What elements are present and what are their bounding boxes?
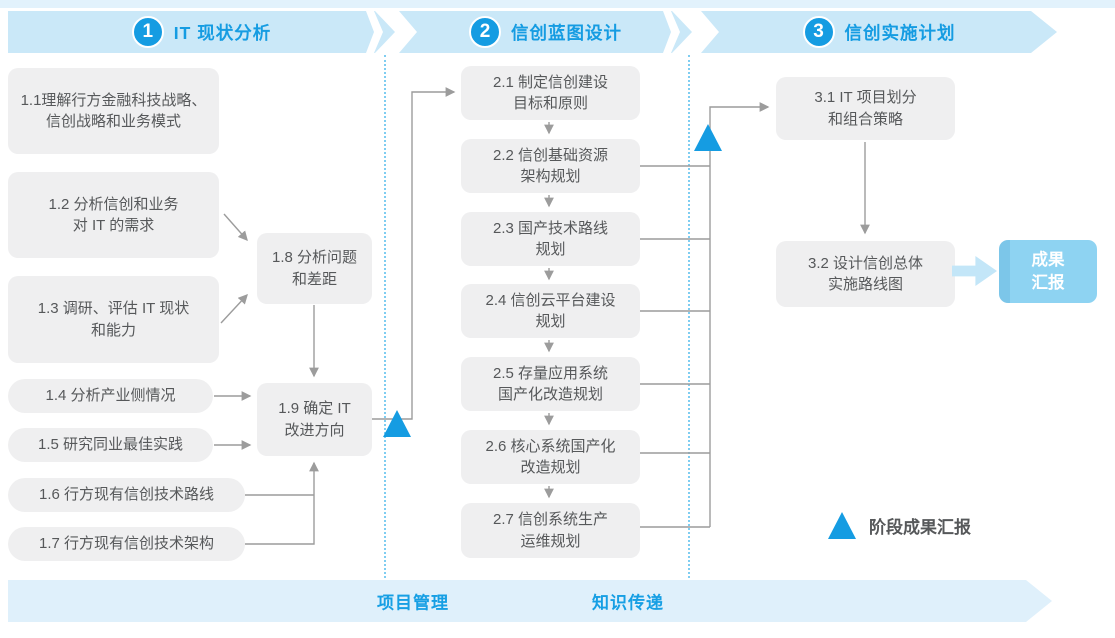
task-box-1-5: 1.5 研究同业最佳实践: [8, 428, 213, 462]
task-box-1-9: 1.9 确定 IT 改进方向: [257, 383, 372, 456]
result-arrow: [952, 256, 997, 286]
task-box-1-7: 1.7 行方现有信创技术架构: [8, 527, 245, 561]
phase-title: IT 现状分析: [173, 22, 272, 43]
task-box-2-6: 2.6 核心系统国产化 改造规划: [461, 430, 640, 484]
task-box-1-2: 1.2 分析信创和业务 对 IT 的需求: [8, 172, 219, 258]
connector-1-2-to-1-8: [223, 213, 248, 242]
task-box-2-2: 2.2 信创基础资源 架构规划: [461, 139, 640, 193]
task-box-2-5: 2.5 存量应用系统 国产化改造规划: [461, 357, 640, 411]
phase-separator-2: [688, 55, 690, 582]
phase-number-badge: 2: [469, 16, 501, 48]
footer-label-knowledge-transfer: 知识传递: [592, 593, 664, 613]
connector-collector-to-3-1: [709, 102, 770, 527]
chevron-gap: [663, 11, 680, 53]
phase-band-1: 1 IT 现状分析: [8, 11, 395, 53]
phase-separator-1: [384, 55, 386, 582]
task-box-3-1: 3.1 IT 项目划分 和组合策略: [776, 77, 955, 140]
footer-band: 项目管理 知识传递: [8, 580, 1052, 622]
result-report-box: 成果 汇报: [999, 240, 1097, 303]
task-box-1-3: 1.3 调研、评估 IT 现状 和能力: [8, 276, 219, 363]
connector-1-7-to-1-9: [245, 461, 319, 545]
phase-number-badge: 3: [803, 16, 835, 48]
phase-band-2: 2 信创蓝图设计: [399, 11, 692, 53]
task-box-1-4: 1.4 分析产业侧情况: [8, 379, 213, 413]
legend: 阶段成果汇报: [828, 512, 971, 539]
top-accent-strip: [0, 0, 1115, 8]
task-box-2-4: 2.4 信创云平台建设 规划: [461, 284, 640, 338]
task-box-1-1: 1.1理解行方金融科技战略、 信创战略和业务模式: [8, 68, 219, 154]
task-box-2-1: 2.1 制定信创建设 目标和原则: [461, 66, 640, 120]
phase-band-3: 3 信创实施计划: [701, 11, 1057, 53]
milestone-triangle-phase1: [383, 410, 411, 437]
task-box-1-8: 1.8 分析问题 和差距: [257, 233, 372, 304]
chevron-gap: [366, 11, 383, 53]
task-box-1-6: 1.6 行方现有信创技术路线: [8, 478, 245, 512]
footer-label-project-management: 项目管理: [377, 593, 449, 613]
phase-number-badge: 1: [132, 16, 164, 48]
connector-1-3-to-1-8: [220, 293, 248, 324]
task-box-2-3: 2.3 国产技术路线 规划: [461, 212, 640, 266]
task-box-2-7: 2.7 信创系统生产 运维规划: [461, 503, 640, 558]
legend-label: 阶段成果汇报: [869, 518, 971, 537]
milestone-triangle-phase2: [694, 124, 722, 151]
phase-title: 信创实施计划: [844, 22, 956, 43]
task-box-3-2: 3.2 设计信创总体 实施路线图: [776, 241, 955, 307]
phase-title: 信创蓝图设计: [511, 22, 622, 43]
milestone-triangle-icon: [828, 512, 856, 539]
